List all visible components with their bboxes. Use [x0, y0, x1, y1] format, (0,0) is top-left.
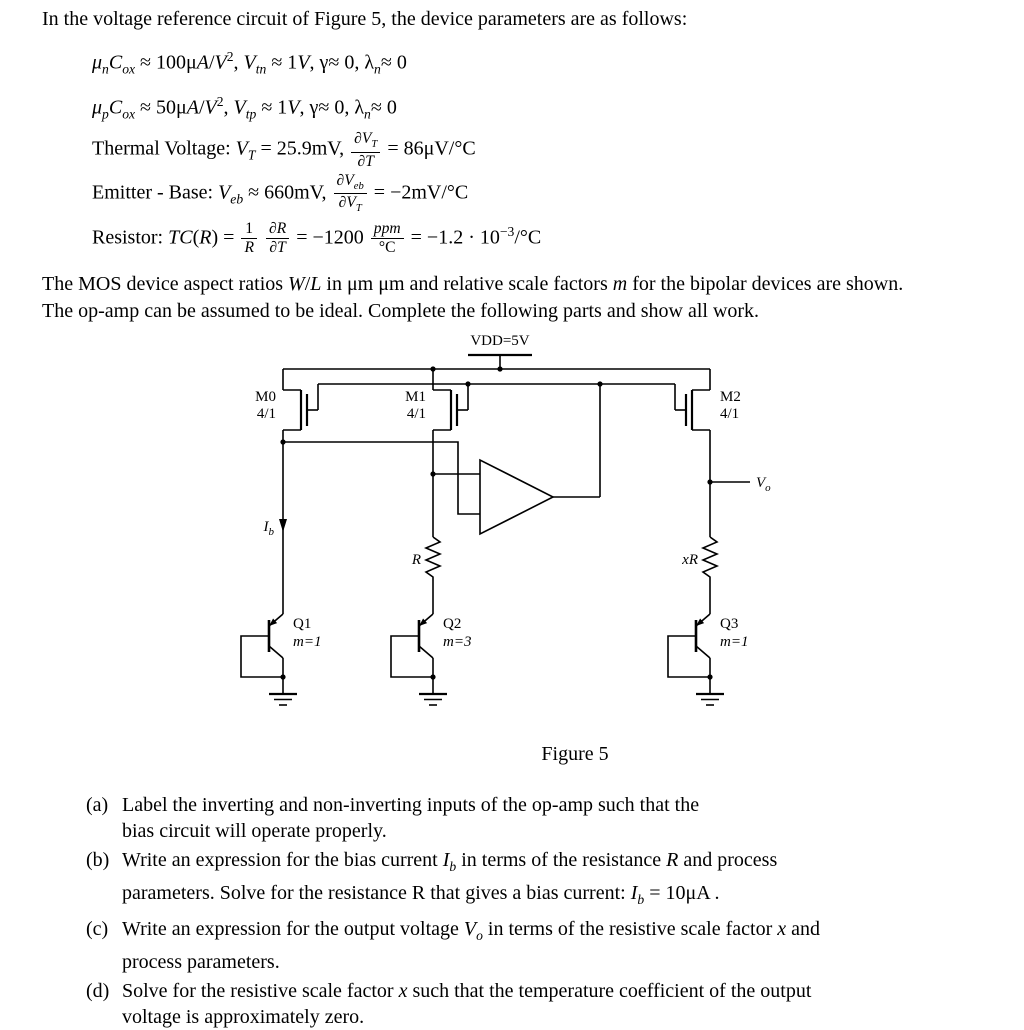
part-b-text: Write an expression for the bias current…	[122, 847, 777, 913]
part-a-label: (a)	[86, 794, 109, 817]
bjt-q2	[390, 613, 447, 706]
mosfet-m1	[432, 369, 469, 431]
part-d-label: (d)	[86, 980, 110, 1003]
part-b-line-1: Write an expression for the bias current…	[122, 849, 778, 875]
junction-dot	[430, 471, 436, 477]
junction-dot	[280, 439, 286, 445]
mosfet-m0	[282, 369, 319, 431]
q3-m-label: m=1	[720, 634, 748, 650]
q2-m-label: m=3	[443, 634, 471, 650]
m0-label: M0	[255, 389, 276, 405]
part-d-line-2: voltage is approximately zero.	[122, 1006, 365, 1029]
ground-q2	[419, 692, 447, 706]
part-a-line-2: bias circuit will operate properly.	[122, 820, 387, 843]
vo-label: Vo	[756, 475, 771, 494]
junction-dot	[597, 381, 603, 387]
circuit-wires	[282, 430, 750, 615]
junction-dot	[465, 381, 471, 387]
m1-ratio: 4/1	[407, 406, 426, 422]
q2-base-loop	[390, 635, 433, 678]
m0-ratio: 4/1	[257, 406, 276, 422]
part-a-text: Label the inverting and non-inverting in…	[122, 792, 699, 844]
q1-label: Q1	[293, 616, 311, 632]
part-d: (d) Solve for the resistive scale factor…	[86, 978, 1024, 1030]
part-c-line-2: process parameters.	[122, 951, 280, 974]
q2-label: Q2	[443, 616, 461, 632]
part-a: (a) Label the inverting and non-invertin…	[86, 792, 1024, 844]
q3-collector-diag	[695, 645, 711, 659]
m2-label: M2	[720, 389, 741, 405]
instructions-line-2: The op-amp can be assumed to be ideal. C…	[42, 300, 760, 323]
instructions-line-1: The MOS device aspect ratios W/L in μm μ…	[42, 273, 904, 296]
part-c-label: (c)	[86, 918, 109, 941]
circuit-diagram: VDD=5V M0 4/1 M1 4/1 M2 4/1 Ib R xR Vo Q…	[240, 333, 771, 706]
vdd-label: VDD=5V	[470, 333, 529, 349]
junction-dot	[280, 674, 286, 680]
part-d-line-1: Solve for the resistive scale factor x s…	[122, 980, 812, 1003]
part-b: (b) Write an expression for the bias cur…	[86, 847, 1024, 913]
m2-ratio: 4/1	[720, 406, 739, 422]
ground-q3	[696, 692, 724, 706]
param-line-emitter-base: Emitter - Base: Veb ≈ 660mV, ∂Veb∂VT = −…	[92, 172, 469, 215]
instructions: The MOS device aspect ratios W/L in μm μ…	[42, 271, 1024, 325]
mosfet-m2	[674, 369, 711, 431]
part-c-text: Write an expression for the output volta…	[122, 916, 820, 975]
param-line-pmos: μpCox ≈ 50μA/V2, Vtp ≈ 1V, γ≈ 0, λn≈ 0	[92, 93, 397, 122]
junction-dot	[430, 366, 436, 372]
part-c-line-1: Write an expression for the output volta…	[122, 918, 821, 944]
junction-dot	[497, 366, 503, 372]
r-label: R	[411, 552, 421, 568]
opamp	[479, 384, 601, 536]
ib-current-arrow	[279, 519, 287, 533]
junction-dot	[430, 674, 436, 680]
ground-q1	[269, 692, 297, 706]
part-d-text: Solve for the resistive scale factor x s…	[122, 978, 811, 1030]
param-line-nmos: μnCox ≈ 100μA/V2, Vtn ≈ 1V, γ≈ 0, λn≈ 0	[92, 49, 407, 77]
junction-dot	[707, 479, 713, 485]
q1-base-loop	[240, 635, 283, 678]
xr-label: xR	[681, 552, 698, 568]
question-parts: (a) Label the inverting and non-invertin…	[86, 792, 1024, 1030]
junction-dot	[707, 674, 713, 680]
q1-collector-diag	[268, 645, 284, 659]
q1-emitter-arrow	[269, 618, 278, 627]
bjt-q3	[667, 613, 724, 706]
junction-dots	[280, 366, 713, 680]
ib-label: Ib	[263, 519, 275, 538]
q3-label: Q3	[720, 616, 738, 632]
part-b-line-2: parameters. Solve for the resistance R t…	[122, 882, 720, 908]
figure-caption: Figure 5	[541, 743, 609, 766]
resistor-r	[423, 536, 443, 582]
q2-collector-diag	[418, 645, 434, 659]
q3-emitter-arrow	[696, 618, 705, 627]
device-parameters: μnCox ≈ 100μA/V2, Vtn ≈ 1V, γ≈ 0, λn≈ 0 …	[92, 41, 1024, 257]
resistor-xr	[700, 536, 720, 582]
m1-label: M1	[405, 389, 426, 405]
part-c: (c) Write an expression for the output v…	[86, 916, 1024, 975]
problem-intro: In the voltage reference circuit of Figu…	[42, 8, 688, 30]
bjt-q1	[240, 613, 297, 706]
param-line-thermal-voltage: Thermal Voltage: VT = 25.9mV, ∂VT∂T = 86…	[92, 130, 476, 170]
part-b-label: (b)	[86, 849, 110, 872]
opamp-triangle	[479, 458, 555, 536]
part-a-line-1: Label the inverting and non-inverting in…	[122, 794, 700, 817]
figure-5: VDD=5V M0 4/1 M1 4/1 M2 4/1 Ib R xR Vo Q…	[0, 327, 1024, 766]
q3-base-loop	[667, 635, 710, 678]
wire-node-a-to-input	[283, 441, 480, 515]
q1-m-label: m=1	[293, 634, 321, 650]
q2-emitter-arrow	[419, 618, 428, 627]
